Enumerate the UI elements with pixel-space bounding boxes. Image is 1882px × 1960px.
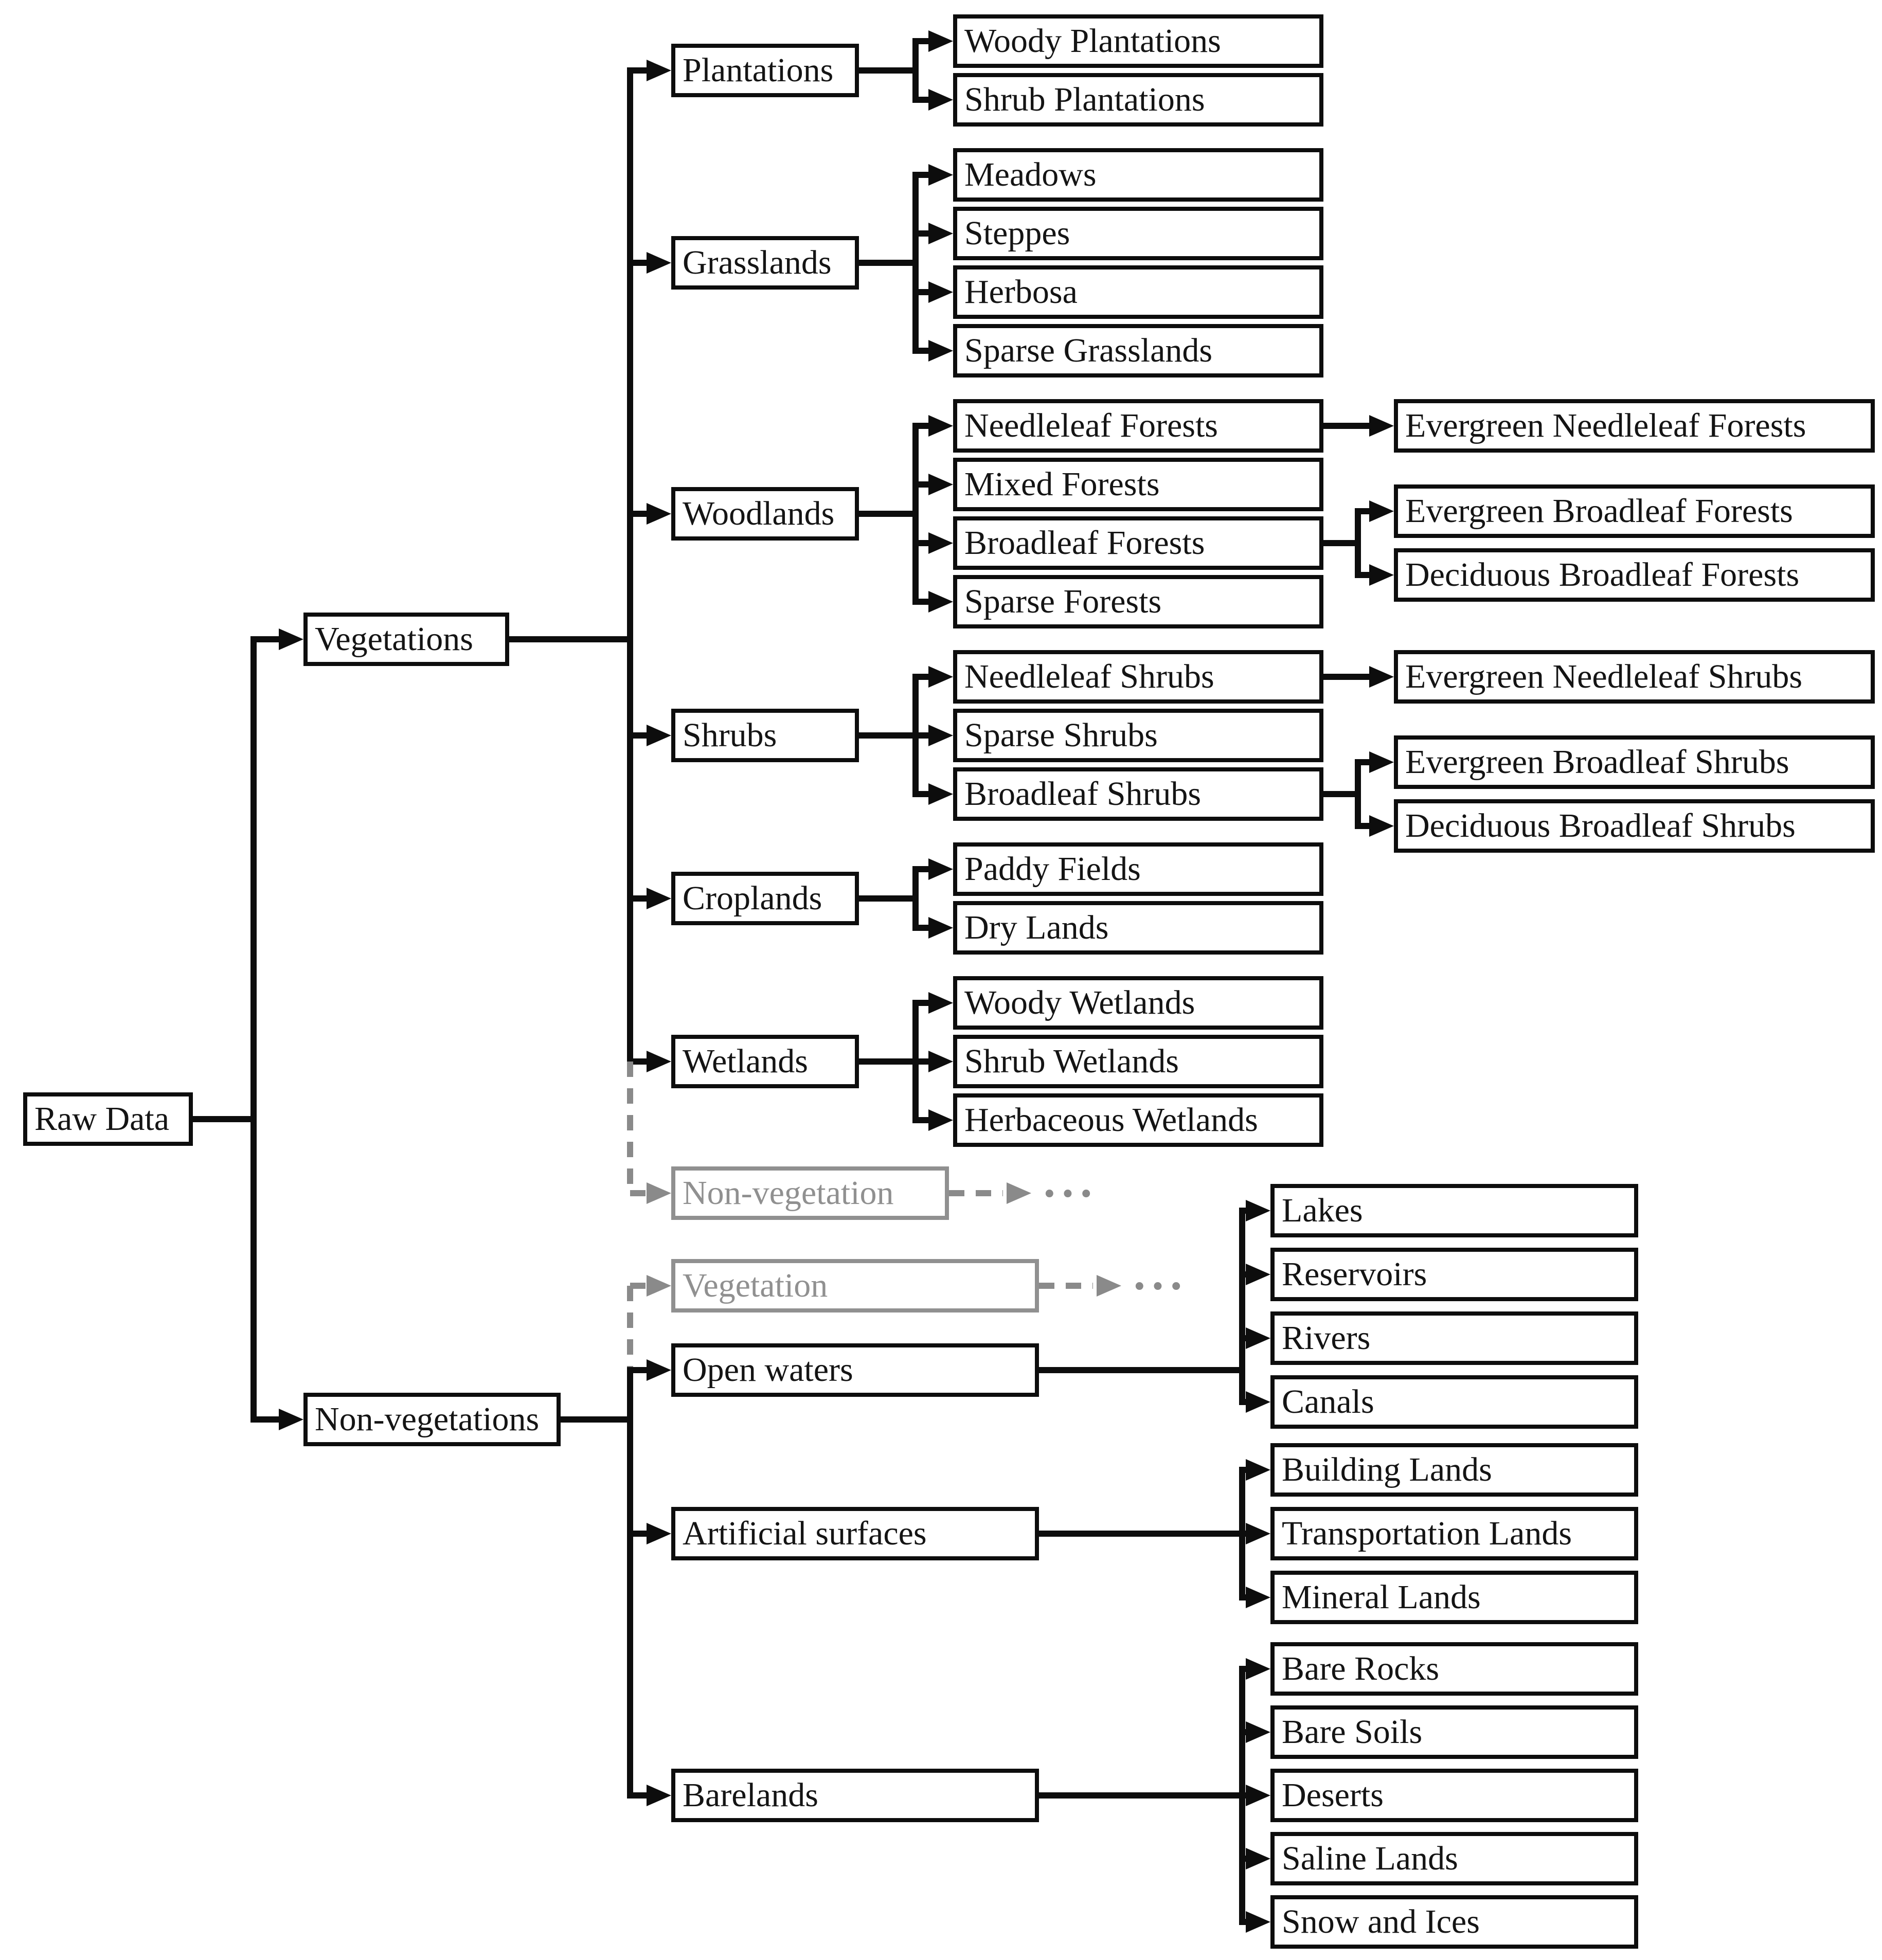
- connector-artificial-surfaces: [1036, 1459, 1270, 1608]
- node-evergreen-broadleaf-shrubs: Evergreen Broadleaf Shrubs: [1394, 735, 1875, 789]
- connector-open-waters: [1036, 1200, 1270, 1413]
- node-lakes: Lakes: [1270, 1184, 1638, 1237]
- connector-broadleaf-forests: [1320, 500, 1394, 586]
- node-sparse-grasslands: Sparse Grasslands: [953, 324, 1323, 377]
- node-canals: Canals: [1270, 1375, 1638, 1429]
- node-bare-rocks: Bare Rocks: [1270, 1642, 1638, 1696]
- node-plantations: Plantations: [671, 44, 859, 97]
- node-wetlands: Wetlands: [671, 1035, 859, 1088]
- node-needleleaf-forests: Needleleaf Forests: [953, 399, 1323, 453]
- node-ghost-vegetation: Vegetation: [671, 1259, 1039, 1312]
- node-saline-lands: Saline Lands: [1270, 1832, 1638, 1885]
- connector-woodlands: [856, 415, 953, 613]
- node-evergreen-broadleaf-forests: Evergreen Broadleaf Forests: [1394, 484, 1875, 538]
- node-bare-soils: Bare Soils: [1270, 1705, 1638, 1759]
- node-croplands: Croplands: [671, 872, 859, 925]
- connector-shrubs: [856, 666, 953, 805]
- connector-root: [190, 628, 303, 1430]
- node-deciduous-broadleaf-forests: Deciduous Broadleaf Forests: [1394, 548, 1875, 602]
- node-deciduous-broadleaf-shrubs: Deciduous Broadleaf Shrubs: [1394, 799, 1875, 853]
- node-steppes: Steppes: [953, 207, 1323, 260]
- node-mineral-lands: Mineral Lands: [1270, 1571, 1638, 1624]
- node-open-waters: Open waters: [671, 1343, 1039, 1397]
- node-herbosa: Herbosa: [953, 265, 1323, 319]
- connector-grasslands: [856, 164, 953, 362]
- node-transportation-lands: Transportation Lands: [1270, 1507, 1638, 1560]
- node-shrub-plantations: Shrub Plantations: [953, 73, 1323, 127]
- node-building-lands: Building Lands: [1270, 1443, 1638, 1497]
- connector-needleleaf-shrubs: [1320, 666, 1394, 688]
- node-snow-and-ices: Snow and Ices: [1270, 1895, 1638, 1949]
- node-barelands: Barelands: [671, 1769, 1039, 1822]
- connector-ghost-nonvegetation-out: [949, 1182, 1031, 1204]
- node-evergreen-needleleaf-forests: Evergreen Needleleaf Forests: [1394, 399, 1875, 453]
- connector-ghost-vegetation-out: [1039, 1275, 1121, 1297]
- node-ghost-non-vegetation: Non-vegetation: [671, 1166, 949, 1220]
- ellipsis-vegetation: ···: [1132, 1260, 1187, 1312]
- node-grasslands: Grasslands: [671, 236, 859, 290]
- connector-wetlands: [856, 992, 953, 1131]
- node-woodlands: Woodlands: [671, 487, 859, 541]
- node-needleleaf-shrubs: Needleleaf Shrubs: [953, 650, 1323, 704]
- node-paddy-fields: Paddy Fields: [953, 842, 1323, 896]
- node-rivers: Rivers: [1270, 1311, 1638, 1365]
- node-reservoirs: Reservoirs: [1270, 1248, 1638, 1301]
- node-shrubs: Shrubs: [671, 709, 859, 762]
- node-broadleaf-shrubs: Broadleaf Shrubs: [953, 767, 1323, 821]
- node-sparse-forests: Sparse Forests: [953, 575, 1323, 628]
- node-meadows: Meadows: [953, 148, 1323, 202]
- connector-broadleaf-shrubs: [1320, 751, 1394, 837]
- connector-plantations: [856, 30, 953, 111]
- node-woody-wetlands: Woody Wetlands: [953, 976, 1323, 1030]
- node-artificial-surfaces: Artificial surfaces: [671, 1507, 1039, 1560]
- connector-needleleaf-forests: [1320, 415, 1394, 437]
- node-dry-lands: Dry Lands: [953, 901, 1323, 955]
- node-non-vegetations: Non-vegetations: [303, 1393, 561, 1446]
- node-herbaceous-wetlands: Herbaceous Wetlands: [953, 1093, 1323, 1147]
- connector-vegetations-trunk: [506, 60, 671, 1204]
- node-woody-plantations: Woody Plantations: [953, 14, 1323, 68]
- node-broadleaf-forests: Broadleaf Forests: [953, 516, 1323, 570]
- connector-croplands: [856, 858, 953, 939]
- ellipsis-non-vegetation: ···: [1042, 1167, 1097, 1219]
- connector-barelands: [1036, 1658, 1270, 1933]
- connector-nonvegetations-trunk: [558, 1275, 671, 1806]
- node-raw-data: Raw Data: [23, 1092, 193, 1146]
- node-evergreen-needleleaf-shrubs: Evergreen Needleleaf Shrubs: [1394, 650, 1875, 704]
- node-sparse-shrubs: Sparse Shrubs: [953, 709, 1323, 762]
- node-mixed-forests: Mixed Forests: [953, 458, 1323, 511]
- node-deserts: Deserts: [1270, 1769, 1638, 1822]
- node-vegetations: Vegetations: [303, 613, 509, 666]
- node-shrub-wetlands: Shrub Wetlands: [953, 1035, 1323, 1088]
